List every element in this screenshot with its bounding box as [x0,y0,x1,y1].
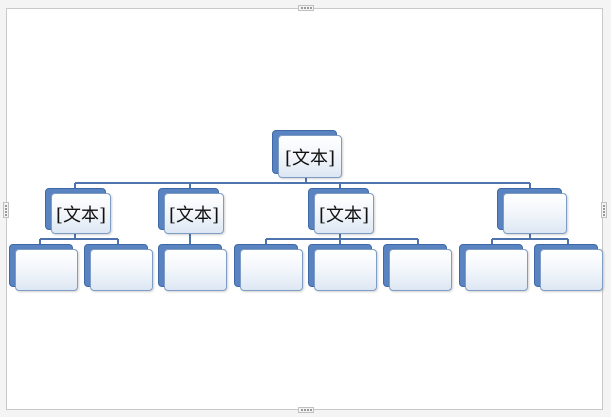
org-node-level3-4[interactable] [234,244,303,291]
org-node-level3-6[interactable] [383,244,452,291]
resize-handle-bottom[interactable] [298,407,314,413]
org-node-level3-5[interactable] [308,244,377,291]
org-node-level2-4[interactable] [497,188,567,234]
org-node-level3-1-label [15,249,78,291]
org-node-level3-3[interactable] [158,244,227,291]
resize-handle-left[interactable] [3,202,9,218]
org-node-level3-6-label [389,249,452,291]
org-node-level3-7-label [465,249,528,291]
org-node-level3-8-label [540,249,603,291]
org-node-root[interactable]: [文本] [272,130,342,178]
org-node-level2-2-label: [文本] [164,193,224,234]
org-node-level2-4-label [503,193,567,234]
org-node-root-label: [文本] [278,135,342,178]
org-node-level2-2[interactable]: [文本] [158,188,224,234]
org-node-level3-1[interactable] [9,244,78,291]
org-node-level3-3-label [164,249,227,291]
resize-handle-right[interactable] [601,202,607,218]
org-node-level2-1-label: [文本] [51,193,111,234]
resize-handle-top[interactable] [298,5,314,11]
org-node-level3-4-label [240,249,303,291]
org-node-level3-5-label [314,249,377,291]
org-node-level2-1[interactable]: [文本] [45,188,111,234]
org-node-level2-3-label: [文本] [314,193,374,234]
org-node-level2-3[interactable]: [文本] [308,188,374,234]
org-node-level3-2-label [90,249,153,291]
org-node-level3-7[interactable] [459,244,528,291]
org-node-level3-2[interactable] [84,244,153,291]
org-node-level3-8[interactable] [534,244,603,291]
